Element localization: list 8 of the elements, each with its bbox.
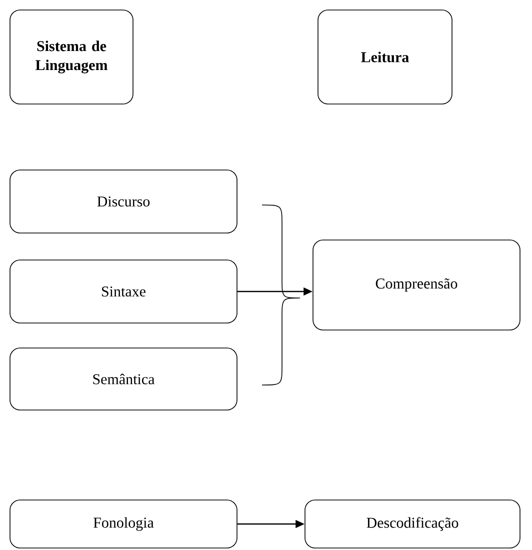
process-box: Compreensão	[312, 240, 520, 330]
process-box: Sistema de Linguagem	[10, 10, 134, 104]
process-box: Semântica	[10, 348, 238, 410]
process-box: Descodificação	[304, 500, 520, 548]
process-box: Fonologia	[10, 500, 238, 548]
process-box: Sintaxe	[10, 260, 238, 324]
process-box: Discurso	[10, 170, 238, 234]
process-box: Leitura	[318, 10, 452, 104]
